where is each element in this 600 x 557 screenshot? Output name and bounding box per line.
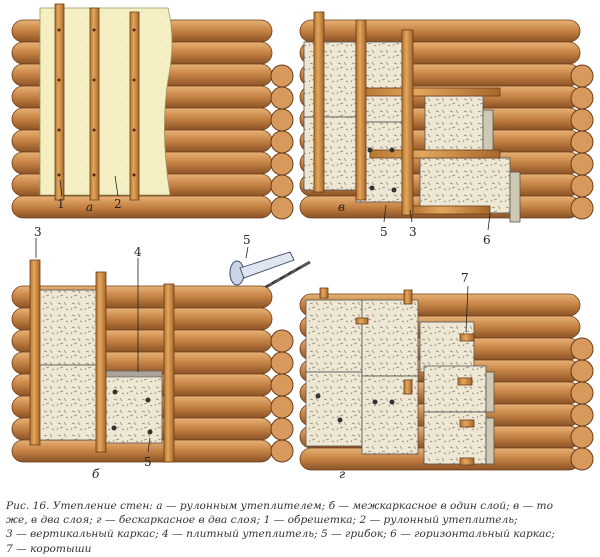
caption-line-2: же, в два слоя; г — бескаркасное в два с… — [6, 514, 518, 527]
vertical-frame-b — [29, 259, 175, 463]
panel-label-b: б — [92, 467, 100, 481]
mushroom-fasteners-b — [111, 389, 153, 435]
insulation-slabs-v — [303, 41, 521, 223]
callout-top-5: 5 — [243, 233, 251, 247]
panel-label-a: а — [86, 200, 93, 214]
callout-v-6: 6 — [483, 233, 491, 247]
log-ends-a — [270, 64, 294, 220]
insulation-slabs-g — [305, 299, 495, 465]
panel-label-g: г — [339, 467, 345, 481]
callout-a-2: 2 — [114, 197, 122, 211]
short-pieces-g — [319, 287, 475, 466]
panel-label-v: в — [338, 200, 345, 214]
callout-v-3: 3 — [409, 225, 417, 239]
callout-g-7: 7 — [461, 271, 469, 285]
log-ends-b — [270, 329, 294, 463]
caption-line-1: Рис. 16. Утепление стен: а — рулонным ут… — [6, 500, 553, 512]
panel-v: 5 3 6 в — [299, 11, 594, 247]
callout-b-3: 3 — [34, 225, 42, 239]
panel-g: 7 г — [299, 271, 594, 481]
mushroom-fasteners-v — [367, 147, 397, 193]
figure-caption: Рис. 16. Утепление стен: а — рулонным ут… — [6, 499, 596, 556]
battens-a — [54, 3, 140, 201]
log-ends-v — [570, 64, 594, 220]
vertical-frame-v — [313, 11, 414, 216]
log-ends-g — [570, 337, 594, 471]
panel-a: 1 2 а — [11, 3, 294, 220]
callout-a-1: 1 — [57, 197, 65, 211]
caption-line-4: 7 — коротыши — [6, 542, 92, 555]
mushroom-fasteners-g — [315, 393, 395, 423]
callout-v-5: 5 — [380, 225, 388, 239]
callout-b-5: 5 — [144, 455, 152, 469]
caption-line-3: 3 — вертикальный каркас; 4 — плитный уте… — [6, 528, 555, 541]
wall-insulation-figure: 1 2 а — [11, 3, 594, 481]
callout-b-4: 4 — [134, 245, 142, 259]
panel-b: 3 4 5 б — [11, 225, 294, 481]
